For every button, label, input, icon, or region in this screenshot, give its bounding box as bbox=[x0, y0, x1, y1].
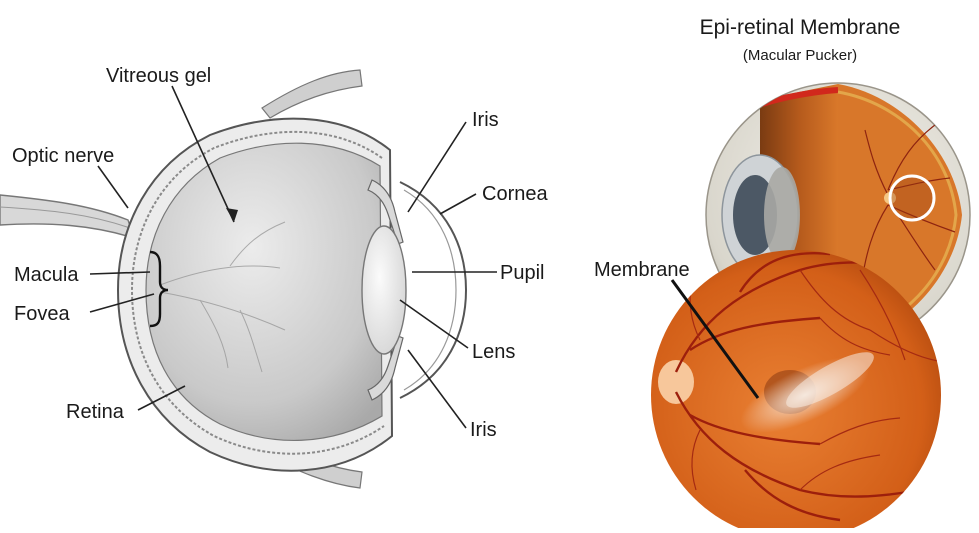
label-vitreous-gel: Vitreous gel bbox=[106, 65, 211, 87]
label-iris-bottom: Iris bbox=[470, 419, 497, 441]
label-iris-top: Iris bbox=[472, 109, 499, 131]
label-retina: Retina bbox=[66, 401, 125, 423]
label-cornea: Cornea bbox=[482, 183, 548, 205]
lens-shape bbox=[362, 226, 406, 354]
label-fovea: Fovea bbox=[14, 303, 70, 325]
optic-nerve-shape bbox=[0, 195, 134, 238]
erm-subtitle: (Macular Pucker) bbox=[743, 47, 857, 64]
muscle-top-shape bbox=[262, 70, 362, 118]
macula-highlight-ring bbox=[890, 176, 934, 220]
erm-illustration: Epi-retinal Membrane (Macular Pucker) bbox=[594, 16, 970, 528]
label-membrane: Membrane bbox=[594, 259, 690, 281]
label-optic-nerve: Optic nerve bbox=[12, 145, 114, 167]
erm-title: Epi-retinal Membrane bbox=[700, 16, 901, 39]
optic-disc bbox=[658, 360, 694, 404]
label-pupil: Pupil bbox=[500, 262, 544, 284]
label-macula: Macula bbox=[14, 264, 79, 286]
label-lens: Lens bbox=[472, 341, 515, 363]
